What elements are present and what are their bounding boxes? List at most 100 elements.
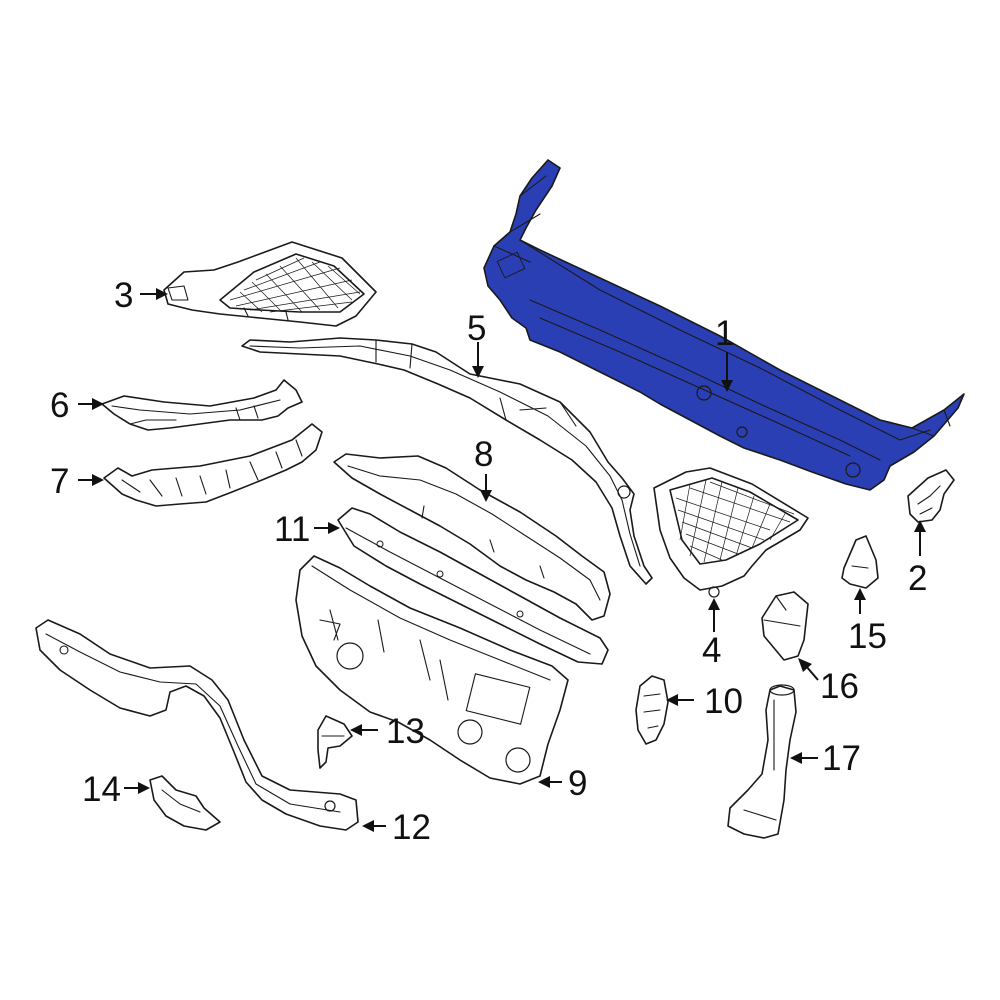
part-5-edge-b <box>375 339 577 427</box>
arrow-3-head <box>156 288 168 300</box>
part-4-cowl-grille-right[interactable] <box>653 467 809 598</box>
part-15-body <box>841 535 879 589</box>
part-12-hole-b <box>59 645 69 655</box>
part-4-mount-hole <box>708 586 720 598</box>
callout-3[interactable]: 3 <box>114 276 133 315</box>
arrow-6-head <box>92 398 104 410</box>
arrow-1-head <box>721 380 733 392</box>
part-1-mount-hole-c <box>845 462 861 478</box>
part-1-left-grille <box>496 251 526 279</box>
part-1-lower-ridge <box>529 299 881 461</box>
part-11-hole-a <box>376 540 384 548</box>
arrow-4-head <box>708 598 720 610</box>
part-2-detail <box>917 485 941 515</box>
callout-10[interactable]: 10 <box>704 682 743 721</box>
part-11-edge <box>345 527 591 655</box>
part-12-hole <box>324 800 336 812</box>
callout-2[interactable]: 2 <box>908 559 927 598</box>
callout-8[interactable]: 8 <box>474 435 493 474</box>
part-16-body <box>761 591 809 661</box>
part-3-cowl-grille-left[interactable] <box>163 241 377 327</box>
part-8-edge <box>347 465 601 601</box>
part-10-detail <box>643 693 661 729</box>
arrow-17-head <box>790 752 802 764</box>
part-17-air-duct[interactable] <box>727 684 797 839</box>
callout-4[interactable]: 4 <box>702 631 721 670</box>
callout-5[interactable]: 5 <box>467 309 486 348</box>
part-9-hole-a <box>336 642 364 670</box>
part-8-body <box>333 453 611 621</box>
part-11-body <box>337 507 609 665</box>
part-13-body <box>317 715 353 769</box>
part-1-right-end <box>911 409 951 437</box>
part-7-detail <box>121 439 303 497</box>
arrow-11-head <box>328 522 340 534</box>
part-10-body <box>635 675 669 745</box>
part-16-air-duct-block[interactable] <box>761 591 809 661</box>
part-1-mount-hole-b <box>736 426 748 438</box>
part-3-mesh <box>229 257 361 313</box>
part-7-body <box>103 423 323 507</box>
part-3-clip <box>167 285 289 321</box>
part-8-cowl-top-panel[interactable] <box>333 453 611 621</box>
callout-labels: 1 2 3 4 5 6 7 8 9 10 11 12 13 14 15 16 1… <box>50 276 927 847</box>
part-13-small-bracket[interactable] <box>317 715 353 769</box>
part-9-upper-edge <box>311 565 551 681</box>
part-1-channel <box>539 317 851 457</box>
arrow-5-head <box>472 366 484 378</box>
arrow-16-head <box>798 658 812 672</box>
part-11-hole-b <box>436 570 444 578</box>
part-5-edge-a <box>249 345 641 567</box>
arrow-7-head <box>92 474 104 486</box>
arrow-12-head <box>362 820 374 832</box>
part-12-apron-rail[interactable] <box>35 619 359 831</box>
callout-13[interactable]: 13 <box>386 712 425 751</box>
part-9-hole-c <box>505 747 531 773</box>
part-1-left-end <box>493 175 547 263</box>
part-6-detail <box>111 399 281 425</box>
callout-15[interactable]: 15 <box>848 617 887 656</box>
callout-17[interactable]: 17 <box>822 739 861 778</box>
part-11-cowl-reinforcement[interactable] <box>337 507 609 665</box>
callout-9[interactable]: 9 <box>568 764 587 803</box>
part-12-body <box>35 619 359 831</box>
arrow-2-head <box>914 520 926 532</box>
arrow-8-head <box>480 490 492 502</box>
callout-14[interactable]: 14 <box>82 770 121 809</box>
part-17-detail <box>743 699 777 821</box>
part-6-body <box>101 379 303 431</box>
part-14-detail <box>161 789 201 813</box>
arrow-16-line <box>805 665 819 681</box>
part-5-hole <box>617 485 631 499</box>
callout-arrows <box>78 288 926 832</box>
part-9-dash-panel[interactable] <box>295 555 569 785</box>
part-17-body <box>727 685 797 839</box>
part-15-corner-filler[interactable] <box>841 535 879 589</box>
arrow-10-head <box>666 694 678 706</box>
part-15-detail <box>851 565 869 569</box>
callout-6[interactable]: 6 <box>50 386 69 425</box>
part-2-cowl-end-cap[interactable] <box>907 469 955 523</box>
arrow-9-head <box>538 776 550 788</box>
callout-11[interactable]: 11 <box>274 510 310 549</box>
part-1-cowl-panel[interactable] <box>483 159 965 491</box>
part-4-mesh <box>675 479 795 563</box>
callout-16[interactable]: 16 <box>820 667 859 706</box>
part-1-upper-ridge <box>519 239 931 441</box>
part-7-lower-bracket[interactable] <box>103 423 323 507</box>
arrow-13-head <box>350 724 362 736</box>
part-2-body <box>907 469 955 523</box>
callout-12[interactable]: 12 <box>392 808 431 847</box>
part-5-cowl-side-rail[interactable] <box>241 337 653 585</box>
part-9-ribs <box>319 609 449 701</box>
callout-7[interactable]: 7 <box>50 462 69 501</box>
part-6-upper-bracket[interactable] <box>101 379 303 431</box>
part-10-mount-bracket[interactable] <box>635 675 669 745</box>
part-5-body <box>241 337 653 585</box>
callout-1[interactable]: 1 <box>715 314 734 353</box>
part-9-body <box>295 555 569 785</box>
part-17-opening <box>769 684 795 696</box>
part-9-hole-b <box>457 719 483 745</box>
part-14-splash-shield[interactable] <box>149 775 221 831</box>
